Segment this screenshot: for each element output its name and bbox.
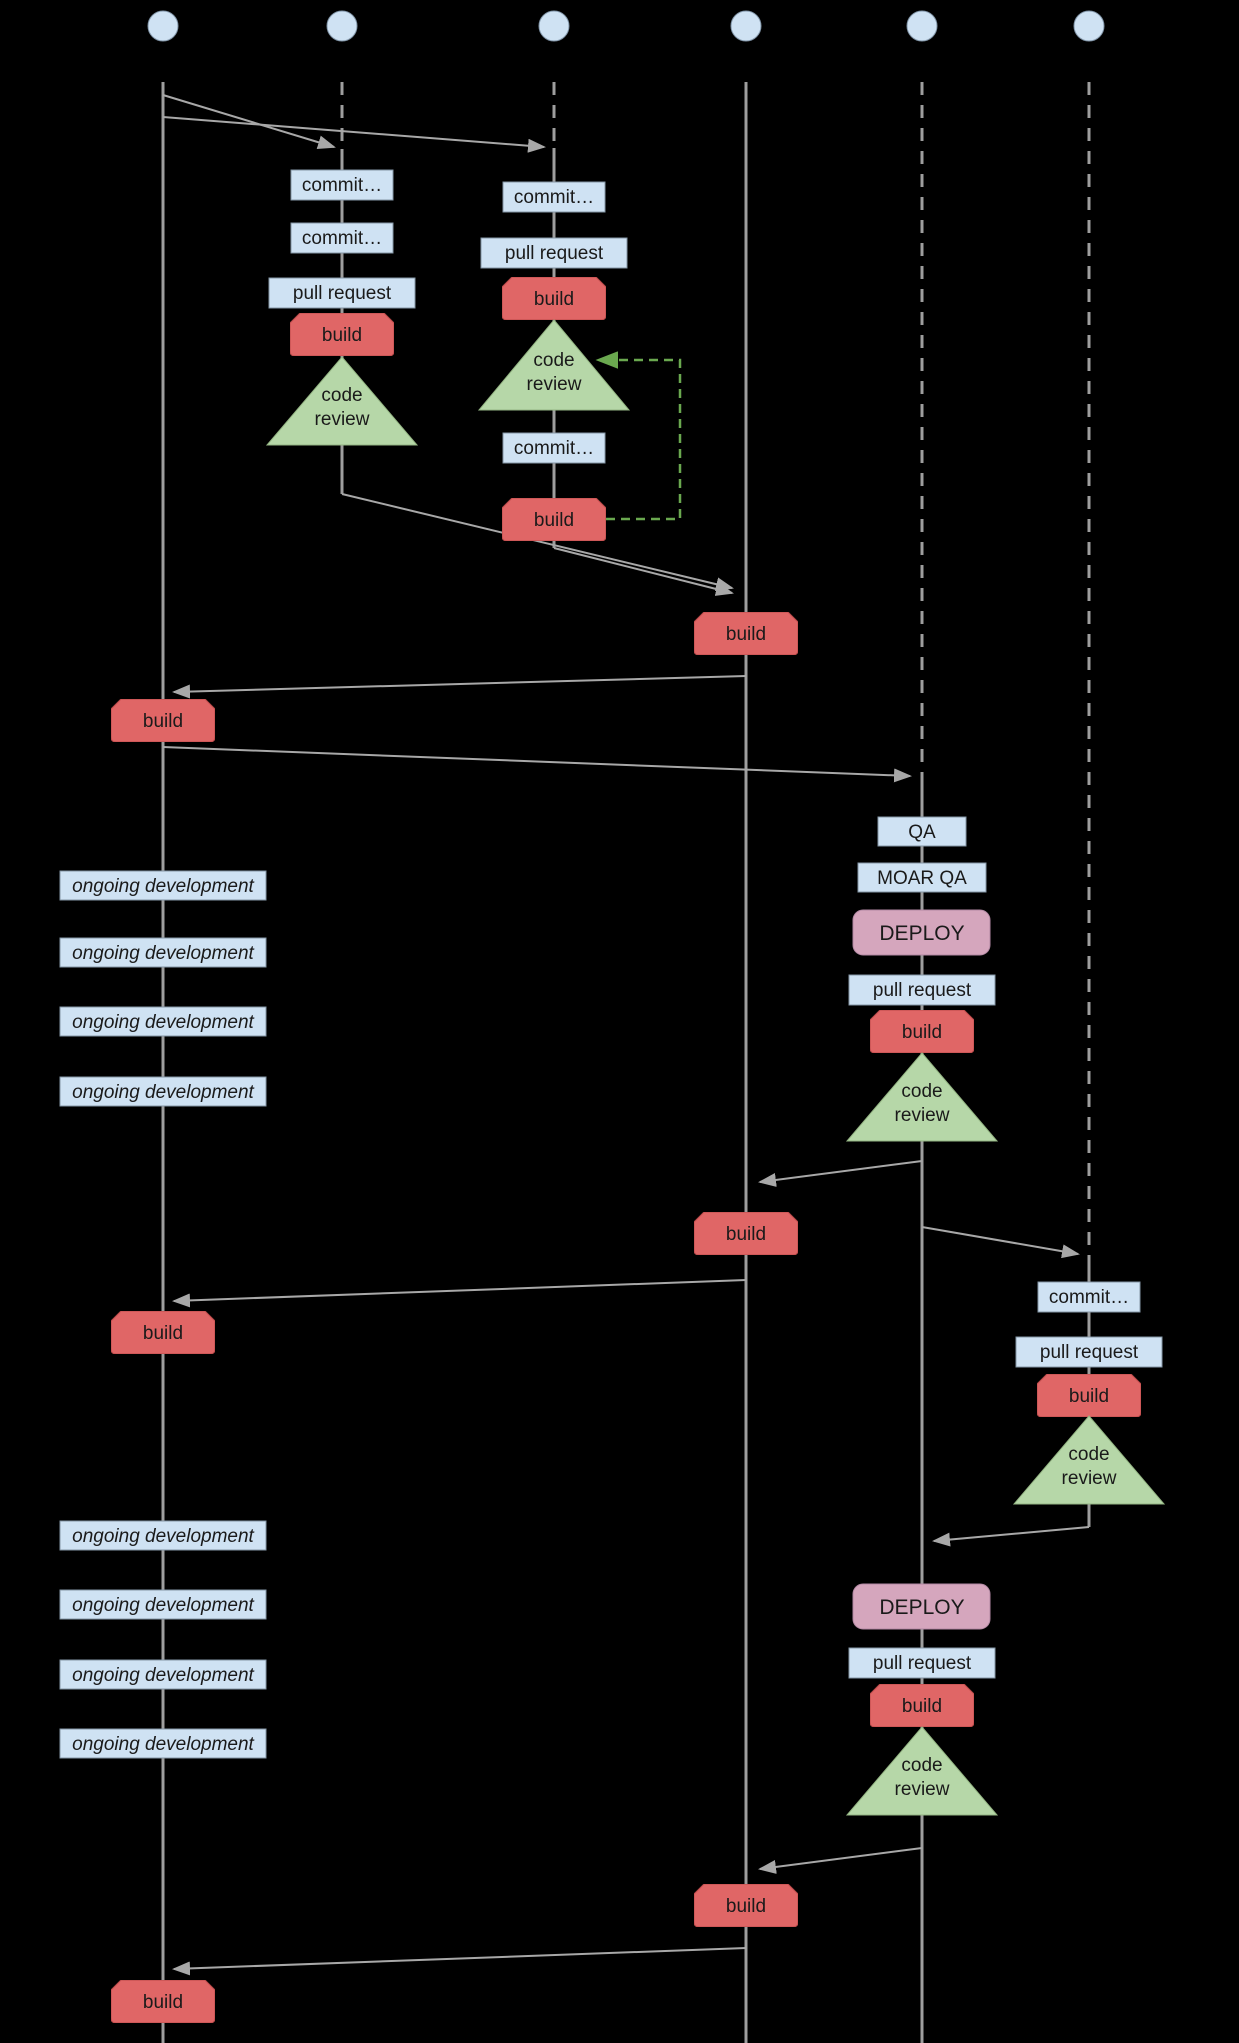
commit-label-lane3-1: commit… <box>514 187 594 208</box>
lane3-column: commit… pull request build code review c… <box>477 181 631 541</box>
arrow-lane3-merge-to-lane4 <box>553 547 734 596</box>
ongoing-development-box-6 <box>59 1589 267 1620</box>
lane6-head-dot <box>1073 10 1105 42</box>
pull-request-label-lane5-2: pull request <box>873 1653 972 1674</box>
lifelines <box>161 82 1091 2043</box>
build-label-lane5-1: build <box>902 1022 942 1043</box>
pull-request-box-lane5-2 <box>848 1647 996 1679</box>
moar-qa-box <box>857 862 987 893</box>
deploy-box-2 <box>852 1583 991 1630</box>
code-review-triangle-lane5-2 <box>845 1726 999 1816</box>
ongoing-development-box-1 <box>59 870 267 901</box>
ongoing-development-label-6: ongoing development <box>72 1595 254 1616</box>
ongoing-development-box-5 <box>59 1520 267 1551</box>
ongoing-development-label-5: ongoing development <box>72 1526 254 1547</box>
code-review-label1-lane6: code <box>1068 1444 1109 1465</box>
arrow-lane1-to-lane5 <box>162 746 912 783</box>
arrow-lane4-to-lane1-2 <box>172 1279 747 1308</box>
pull-request-box-lane2 <box>268 277 416 309</box>
commit-box-lane3-1 <box>502 181 606 213</box>
arrow-lane6-merge-to-lane5 <box>932 1526 1090 1547</box>
code-review-label1-lane2: code <box>321 385 362 406</box>
commit-box-lane2-2 <box>290 222 394 254</box>
code-review-label2-lane5-1: review <box>895 1105 950 1126</box>
feedback-loop-dashed-arrow <box>595 351 682 521</box>
pull-request-label-lane5-1: pull request <box>873 980 972 1001</box>
code-review-label2-lane6: review <box>1062 1468 1117 1489</box>
arrow-lane5-to-lane6 <box>921 1226 1080 1259</box>
ongoing-development-box-7 <box>59 1659 267 1690</box>
deploy-label-2: DEPLOY <box>879 1596 964 1619</box>
build-label-lane6: build <box>1069 1386 1109 1407</box>
code-review-label1-lane3: code <box>533 350 574 371</box>
arrow-lane5-merge-to-lane4-2 <box>758 1847 923 1874</box>
qa-label: QA <box>908 822 936 843</box>
build-label-lane4-1: build <box>726 624 766 645</box>
deploy-label-1: DEPLOY <box>879 922 964 945</box>
moar-qa-label: MOAR QA <box>877 868 967 889</box>
lane2-column: commit… commit… pull request build code … <box>265 169 419 446</box>
commit-label-lane2-1: commit… <box>302 175 382 196</box>
pull-request-label-lane3: pull request <box>505 243 604 264</box>
pull-request-box-lane5-1 <box>848 974 996 1006</box>
code-review-triangle-lane5-1 <box>845 1052 999 1142</box>
code-review-label2-lane5-2: review <box>895 1779 950 1800</box>
build-label-lane3-2: build <box>534 510 574 531</box>
arrow-lane1-to-lane3 <box>162 116 546 153</box>
build-label-lane4-2: build <box>726 1224 766 1245</box>
code-review-triangle-lane3 <box>477 319 631 411</box>
ongoing-development-label-2: ongoing development <box>72 943 254 964</box>
arrow-lane4-to-lane1-3 <box>172 1947 747 1976</box>
pull-request-label-lane6: pull request <box>1040 1342 1139 1363</box>
lane2-head-dot <box>326 10 358 42</box>
ongoing-development-box-8 <box>59 1728 267 1759</box>
code-review-label1-lane5-2: code <box>901 1755 942 1776</box>
commit-box-lane3-2 <box>502 432 606 464</box>
code-review-triangle-lane2 <box>265 356 419 446</box>
code-review-label2-lane2: review <box>315 409 370 430</box>
code-review-label1-lane5-1: code <box>901 1081 942 1102</box>
lane1-column: build ongoing development ongoing develo… <box>59 699 267 2023</box>
ongoing-development-label-1: ongoing development <box>72 876 254 897</box>
lane5-head-dot <box>906 10 938 42</box>
lane5-column: QA MOAR QA DEPLOY pull request build cod… <box>845 816 999 1816</box>
commit-label-lane6: commit… <box>1049 1287 1129 1308</box>
pull-request-label-lane2: pull request <box>293 283 392 304</box>
arrow-lane4-to-lane1 <box>172 675 747 699</box>
code-review-label2-lane3: review <box>527 374 582 395</box>
ongoing-development-box-2 <box>59 937 267 968</box>
ongoing-development-label-7: ongoing development <box>72 1665 254 1686</box>
lane6-column: commit… pull request build code review <box>1012 1281 1166 1505</box>
ongoing-development-label-4: ongoing development <box>72 1082 254 1103</box>
flow-arrows <box>162 94 1090 1976</box>
build-label-lane5-2: build <box>902 1696 942 1717</box>
lane3-head-dot <box>538 10 570 42</box>
ongoing-development-label-3: ongoing development <box>72 1012 254 1033</box>
lane4-head-dot <box>730 10 762 42</box>
commit-label-lane3-2: commit… <box>514 438 594 459</box>
code-review-triangle-lane6 <box>1012 1415 1166 1505</box>
build-label-lane2: build <box>322 325 362 346</box>
pull-request-box-lane3 <box>480 237 628 269</box>
ongoing-development-label-8: ongoing development <box>72 1734 254 1755</box>
build-label-lane3-1: build <box>534 289 574 310</box>
commit-label-lane2-2: commit… <box>302 228 382 249</box>
qa-box <box>877 816 967 847</box>
pull-request-box-lane6 <box>1015 1336 1163 1368</box>
ongoing-development-box-3 <box>59 1006 267 1037</box>
arrow-lane1-to-lane2 <box>162 94 336 150</box>
build-label-lane1-2: build <box>143 1323 183 1344</box>
lane-head-dots <box>147 10 1105 42</box>
build-label-lane1-3: build <box>143 1992 183 2013</box>
build-label-lane1-1: build <box>143 711 183 732</box>
ongoing-development-box-4 <box>59 1076 267 1107</box>
deploy-box-1 <box>852 909 991 956</box>
lane4-column: build build build <box>694 612 798 1927</box>
commit-box-lane6 <box>1037 1281 1141 1313</box>
commit-box-lane2-1 <box>290 169 394 201</box>
build-label-lane4-3: build <box>726 1896 766 1917</box>
arrow-lane5-merge-to-lane4 <box>758 1160 923 1187</box>
lane1-head-dot <box>147 10 179 42</box>
